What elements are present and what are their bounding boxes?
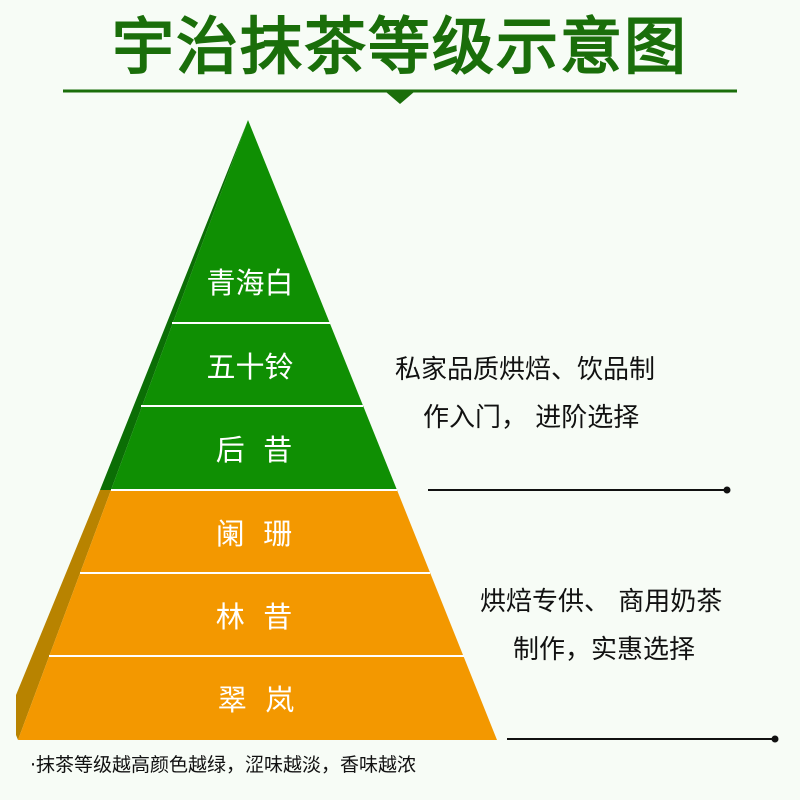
tier-label: 翠 岚 bbox=[217, 683, 295, 717]
pyramid-orange-section bbox=[18, 490, 497, 740]
footnote: ·抹茶等级越高颜色越绿，涩味越淡，香味越浓 bbox=[30, 754, 417, 776]
description-high-line1: 私家品质烘焙、饮品制 bbox=[395, 355, 656, 385]
connector-dot-standard bbox=[771, 735, 779, 743]
pyramid-green-section bbox=[111, 120, 397, 490]
description-standard-line2: 制作，实惠选择 bbox=[513, 635, 696, 665]
tier-label: 阑 珊 bbox=[215, 517, 293, 551]
page-title: 宇治抹茶等级示意图 bbox=[111, 10, 688, 83]
connector-dot-high bbox=[723, 486, 731, 494]
tier-label: 五十铃 bbox=[206, 350, 294, 384]
title-pointer-icon bbox=[386, 92, 414, 104]
tier-label: 后 昔 bbox=[215, 433, 293, 467]
pyramid-side-orange bbox=[16, 490, 111, 740]
description-high-line2: 作入门， 进阶选择 bbox=[423, 403, 640, 433]
pyramid-side-green bbox=[100, 120, 248, 490]
description-standard-line1: 烘焙专供、 商用奶茶 bbox=[480, 587, 723, 617]
tier-label: 青海白 bbox=[206, 266, 294, 300]
tier-label: 林 昔 bbox=[215, 600, 293, 634]
tier-dividers bbox=[49, 322, 464, 657]
